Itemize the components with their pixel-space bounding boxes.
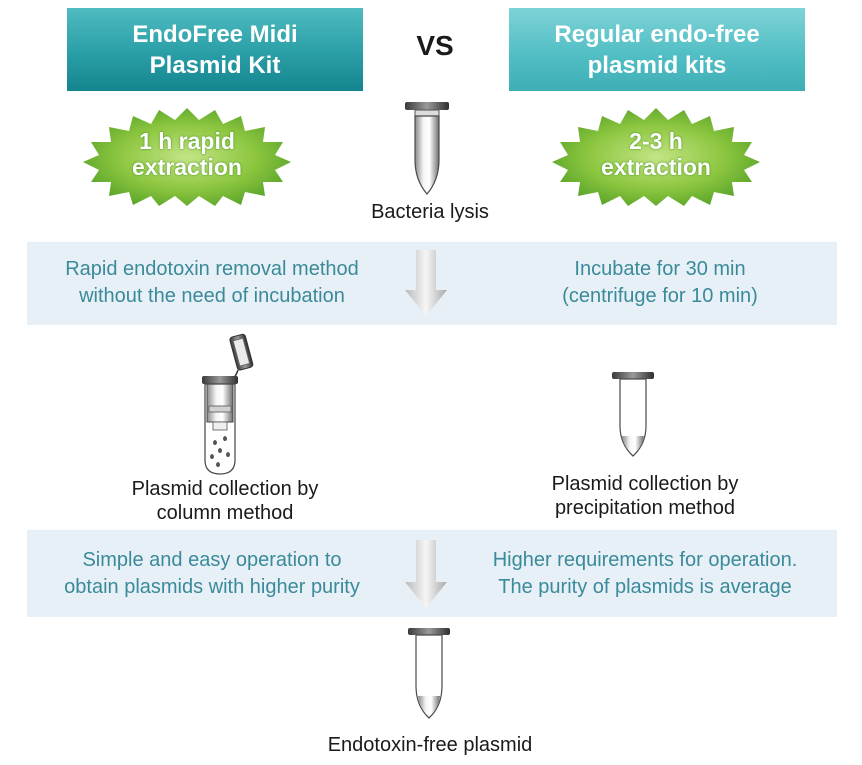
band2-right-line2: The purity of plasmids is average xyxy=(498,576,792,598)
band2-left-text: Simple and easy operation to obtain plas… xyxy=(27,547,397,601)
right-collection-line1: Plasmid collection by xyxy=(551,473,739,495)
left-time-burst: 1 h rapid extraction xyxy=(77,104,297,206)
burst-right-line2: extraction xyxy=(601,154,711,180)
burst-right-line1: 2-3 h xyxy=(629,128,683,154)
band2-left-line2: obtain plasmids with higher purity xyxy=(64,576,360,598)
column-collection-label: Plasmid collection by column method xyxy=(90,477,360,525)
right-time-burst: 2-3 h extraction xyxy=(546,104,766,206)
endofree-kit-header: EndoFree Midi Plasmid Kit xyxy=(67,8,363,91)
band2-right-text: Higher requirements for operation. The p… xyxy=(455,547,835,601)
header-left-line2: Plasmid Kit xyxy=(149,51,281,79)
vs-label: VS xyxy=(416,30,454,61)
precipitation-tube-icon xyxy=(612,372,654,457)
spin-column-tube-icon xyxy=(202,333,254,475)
burst-left-line2: extraction xyxy=(132,154,242,180)
left-collection-line1: Plasmid collection by xyxy=(131,478,319,500)
band2-right-line1: Higher requirements for operation. xyxy=(492,549,798,571)
burst-shape-left xyxy=(83,108,291,206)
band1-right-text: Incubate for 30 min (centrifuge for 10 m… xyxy=(485,256,835,310)
down-arrow-icon xyxy=(405,250,447,316)
left-collection-line2: column method xyxy=(156,502,294,524)
burst-left-line1: 1 h rapid xyxy=(139,128,235,154)
band1-right-line1: Incubate for 30 min xyxy=(574,258,746,280)
header-left-line1: EndoFree Midi xyxy=(132,20,298,48)
final-tube-icon xyxy=(408,628,450,719)
band1-left-line2: without the need of incubation xyxy=(79,285,345,307)
band2-left-line1: Simple and easy operation to xyxy=(82,549,342,571)
band1-right-line2: (centrifuge for 10 min) xyxy=(562,285,758,307)
header-right-line2: plasmid kits xyxy=(587,51,727,79)
right-collection-line2: precipitation method xyxy=(554,497,736,519)
down-arrow-icon-2 xyxy=(405,540,447,608)
endotoxin-free-label: Endotoxin-free plasmid xyxy=(327,734,533,756)
header-right-line1: Regular endo-free xyxy=(554,20,760,48)
burst-shape-right xyxy=(552,108,760,206)
band1-left-text: Rapid endotoxin removal method without t… xyxy=(27,256,397,310)
band1-left-line1: Rapid endotoxin removal method xyxy=(65,258,359,280)
lysis-tube-icon xyxy=(405,102,449,195)
regular-kit-header: Regular endo-free plasmid kits xyxy=(509,8,805,91)
bacteria-lysis-label: Bacteria lysis xyxy=(371,201,489,223)
precipitation-collection-label: Plasmid collection by precipitation meth… xyxy=(510,472,780,520)
